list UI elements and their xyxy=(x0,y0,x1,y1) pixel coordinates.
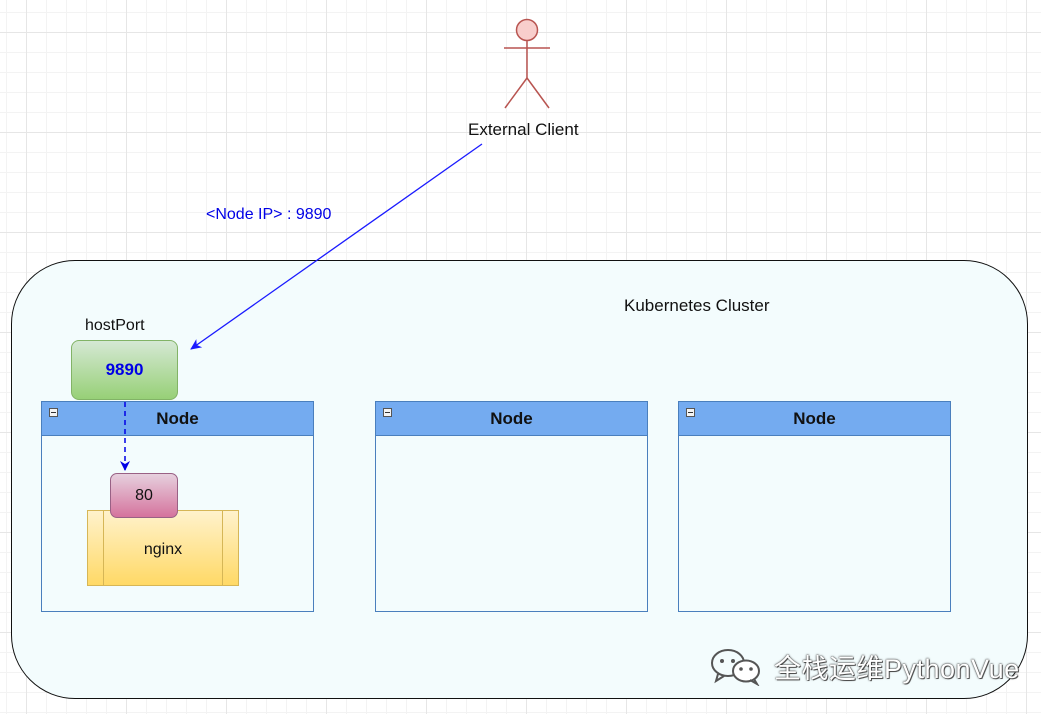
node-3-header: Node xyxy=(679,402,950,436)
node-1-header: Node xyxy=(42,402,313,436)
node-3-label: Node xyxy=(793,409,836,428)
node-3[interactable]: Node xyxy=(678,401,951,612)
host-port-box[interactable]: 9890 xyxy=(71,340,178,400)
node-1-label: Node xyxy=(156,409,199,428)
collapse-icon[interactable] xyxy=(383,408,392,417)
node-2[interactable]: Node xyxy=(375,401,648,612)
pod-left-bar xyxy=(103,511,104,585)
watermark: 全栈运维PythonVue xyxy=(708,646,1020,686)
collapse-icon[interactable] xyxy=(49,408,58,417)
pod-right-bar xyxy=(222,511,223,585)
connection-label: <Node IP> : 9890 xyxy=(206,206,332,223)
cluster-title: Kubernetes Cluster xyxy=(624,296,770,315)
host-port-caption: hostPort xyxy=(85,317,145,334)
node-2-label: Node xyxy=(490,409,533,428)
stick-figure-icon[interactable] xyxy=(504,18,550,109)
node-2-header: Node xyxy=(376,402,647,436)
collapse-icon[interactable] xyxy=(686,408,695,417)
watermark-text: 全栈运维PythonVue xyxy=(774,653,1020,684)
pod-name: nginx xyxy=(143,541,183,558)
client-to-hostport-arrow xyxy=(190,143,483,350)
wechat-icon xyxy=(711,649,760,686)
nginx-pod[interactable]: nginx xyxy=(87,510,239,586)
actor-label: External Client xyxy=(468,120,579,139)
container-port[interactable]: 80 xyxy=(110,473,178,518)
